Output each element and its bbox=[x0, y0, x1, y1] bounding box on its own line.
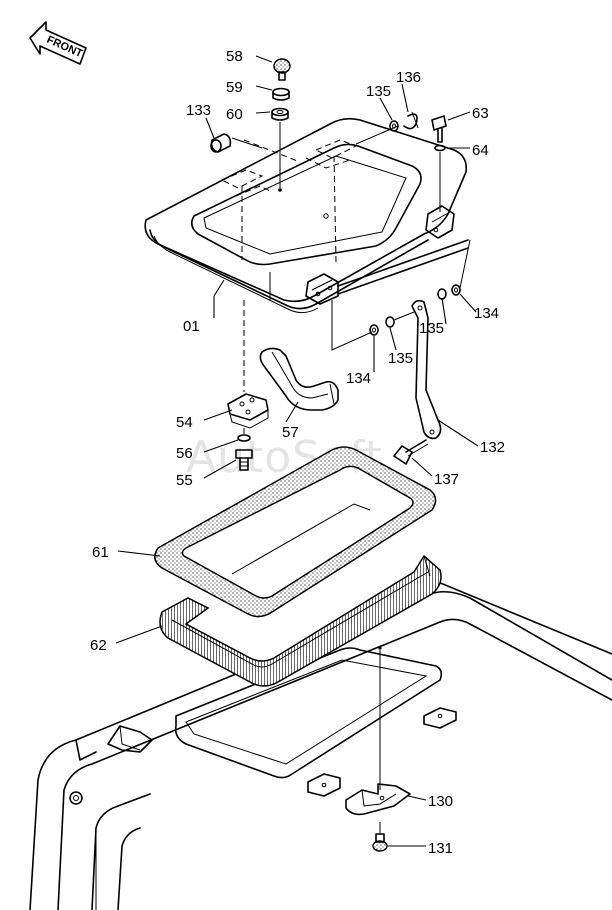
label-54: 54 bbox=[176, 414, 193, 431]
bolt-part-63 bbox=[431, 115, 447, 143]
bolt-part-131 bbox=[372, 822, 388, 852]
label-63: 63 bbox=[472, 105, 489, 122]
label-135b: 135 bbox=[419, 320, 444, 337]
seal-part-61 bbox=[154, 446, 437, 618]
plug-part-133 bbox=[210, 133, 232, 153]
label-135a: 135 bbox=[366, 83, 391, 100]
nut-part-60 bbox=[271, 107, 289, 121]
label-59: 59 bbox=[226, 79, 243, 96]
bolt-part-55 bbox=[235, 449, 253, 471]
seal-part-62 bbox=[159, 554, 442, 687]
label-62: 62 bbox=[90, 637, 107, 654]
washers-left bbox=[369, 316, 395, 336]
latch-plate-part-54 bbox=[227, 393, 269, 429]
washers-right bbox=[437, 284, 461, 300]
label-60: 60 bbox=[226, 106, 243, 123]
label-64: 64 bbox=[472, 142, 489, 159]
label-137: 137 bbox=[434, 471, 459, 488]
screw-part-137 bbox=[393, 439, 429, 465]
label-131: 131 bbox=[428, 840, 453, 857]
label-57: 57 bbox=[282, 424, 299, 441]
label-61: 61 bbox=[92, 544, 109, 561]
label-134a: 134 bbox=[474, 305, 499, 322]
washer-part-56 bbox=[237, 434, 251, 442]
label-136: 136 bbox=[396, 69, 421, 86]
spacer-part-59 bbox=[272, 87, 290, 101]
bracket-part-130 bbox=[345, 783, 411, 816]
label-58: 58 bbox=[226, 48, 243, 65]
washer-part-64 bbox=[434, 144, 446, 152]
front-arrow-icon: FRONT bbox=[29, 21, 87, 65]
cab-roof bbox=[29, 581, 612, 910]
handle-part-57 bbox=[259, 347, 339, 411]
label-132: 132 bbox=[480, 439, 505, 456]
label-135c: 135 bbox=[388, 350, 413, 367]
label-134b: 134 bbox=[346, 370, 371, 387]
link-rod-part-132 bbox=[411, 299, 442, 440]
leader-lines bbox=[115, 55, 479, 847]
clip-part-136 bbox=[403, 111, 419, 130]
label-56: 56 bbox=[176, 445, 193, 462]
knob-part-58 bbox=[273, 58, 291, 81]
hatch-lid bbox=[144, 117, 469, 314]
label-01: 01 bbox=[183, 318, 200, 335]
label-55: 55 bbox=[176, 472, 193, 489]
label-130: 130 bbox=[428, 793, 453, 810]
label-133: 133 bbox=[186, 102, 211, 119]
